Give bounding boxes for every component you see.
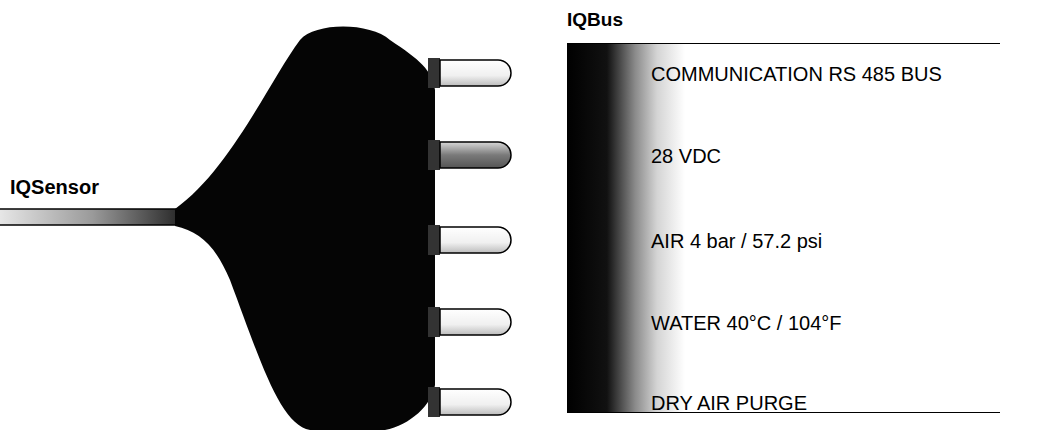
sensor-cable — [0, 209, 185, 225]
bus-line-label: DRY AIR PURGE — [651, 392, 807, 415]
connector-pins — [440, 60, 511, 415]
bus-line-label: AIR 4 bar / 57.2 psi — [651, 230, 822, 253]
bus-line-label: 28 VDC — [651, 145, 721, 168]
sensor-label: IQSensor — [10, 176, 99, 199]
connector-hub — [175, 27, 435, 431]
bus-line-label: COMMUNICATION RS 485 BUS — [651, 63, 942, 86]
bus-line-label: WATER 40°C / 104°F — [651, 312, 842, 335]
hub-fittings — [428, 58, 440, 417]
bus-title: IQBus — [567, 9, 623, 31]
bus-band: IQBusCOMMUNICATION RS 485 BUS28 VDCAIR 4… — [567, 43, 1000, 413]
